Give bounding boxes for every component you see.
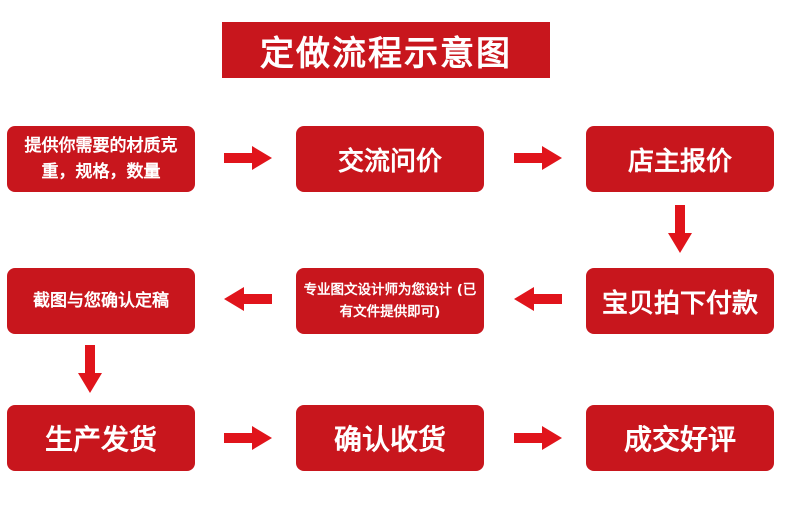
step-positive-review: 成交好评 bbox=[586, 405, 774, 471]
arrow-down-icon bbox=[78, 345, 102, 393]
step-label: 宝贝拍下付款 bbox=[601, 288, 758, 319]
step-label: 成交好评 bbox=[623, 423, 736, 456]
arrow-right-icon bbox=[514, 426, 562, 450]
arrow-left-icon bbox=[224, 287, 272, 311]
step-design: 专业图文设计师为您设计 (已有文件提供即可) bbox=[296, 268, 484, 334]
step-provide-specs: 提供你需要的材质克重，规格，数量 bbox=[7, 126, 195, 192]
step-label: 提供你需要的材质克重，规格，数量 bbox=[24, 136, 178, 182]
step-label: 确认收货 bbox=[333, 423, 446, 456]
step-consult-price: 交流问价 bbox=[296, 126, 484, 192]
step-confirm-proof: 截图与您确认定稿 bbox=[7, 268, 195, 334]
arrow-left-icon bbox=[514, 287, 562, 311]
step-confirm-receipt: 确认收货 bbox=[296, 405, 484, 471]
arrow-right-icon bbox=[224, 146, 272, 170]
step-label: 生产发货 bbox=[44, 423, 157, 456]
step-label: 店主报价 bbox=[627, 146, 732, 177]
arrow-right-icon bbox=[224, 426, 272, 450]
arrow-down-icon bbox=[668, 205, 692, 253]
step-label: 交流问价 bbox=[337, 146, 442, 177]
step-production-shipping: 生产发货 bbox=[7, 405, 195, 471]
step-label: 专业图文设计师为您设计 (已有文件提供即可) bbox=[303, 282, 477, 320]
page-title: 定做流程示意图 bbox=[222, 22, 550, 78]
arrow-right-icon bbox=[514, 146, 562, 170]
step-owner-quote: 店主报价 bbox=[586, 126, 774, 192]
step-label: 截图与您确认定稿 bbox=[33, 291, 169, 311]
step-order-payment: 宝贝拍下付款 bbox=[586, 268, 774, 334]
